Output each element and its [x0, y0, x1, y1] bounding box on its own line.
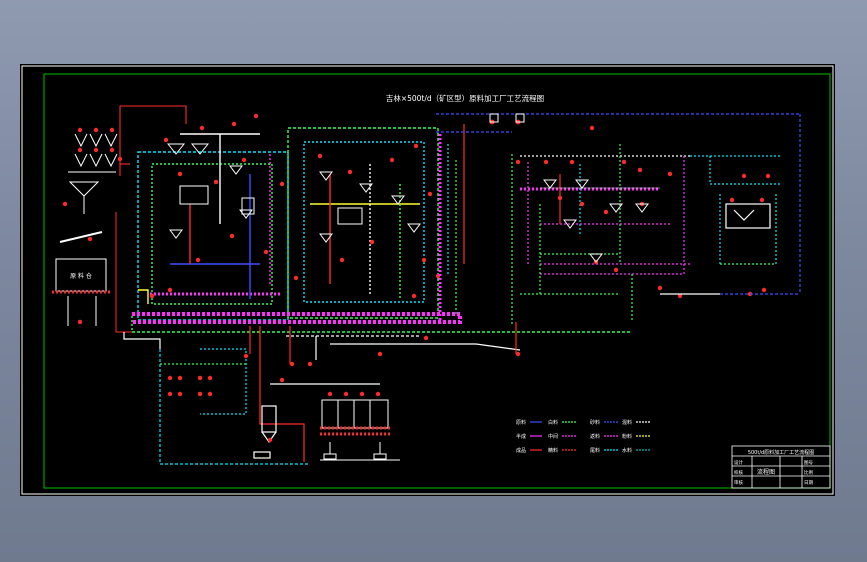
svg-text:精料: 精料 — [548, 447, 558, 454]
return-line — [115, 212, 132, 333]
title-block-header: 500t/d原料加工厂工艺流程图 — [748, 449, 814, 456]
svg-text:混料: 混料 — [622, 419, 632, 426]
equipment-symbols — [166, 143, 421, 243]
middle-symbols — [489, 113, 660, 263]
crushing-stage: 原 料 仓 — [52, 127, 123, 326]
outer-frame — [21, 65, 834, 495]
title-block — [731, 445, 831, 489]
svg-text:返料: 返料 — [590, 433, 600, 440]
right-markers — [729, 173, 771, 293]
process-flow-diagram: 吉林×500t/d（矿区型）原料加工厂工艺流程图 — [21, 65, 834, 495]
svg-text:中间: 中间 — [548, 433, 558, 440]
svg-text:水料: 水料 — [622, 447, 632, 454]
flotation-markers — [327, 391, 381, 397]
title-block-row-2-label: 校核 — [734, 469, 743, 476]
drawing-border — [43, 73, 831, 489]
right-section — [660, 155, 800, 295]
svg-text:粉料: 粉料 — [622, 433, 632, 440]
feed-line — [119, 105, 187, 176]
title-block-row-2-value: 比例 — [804, 469, 813, 476]
drawing-sheet: 吉林×500t/d（矿区型）原料加工厂工艺流程图 — [20, 64, 835, 496]
svg-text:砂料: 砂料 — [590, 419, 600, 426]
legend-row-2: 半成 中间 返料 粉料 — [516, 433, 650, 440]
legend-row-1: 原料 白料 砂料 混料 — [516, 419, 650, 426]
title-block-row-3-value: 日期 — [804, 480, 813, 486]
svg-text:成品: 成品 — [516, 447, 526, 454]
title-block-row-3-label: 审核 — [734, 479, 743, 486]
flotation-cells — [320, 399, 400, 461]
title-block-sheet: 流程图 — [757, 468, 775, 476]
svg-text:原料: 原料 — [516, 419, 526, 426]
title-block-row-1-label: 设计 — [734, 459, 743, 466]
lower-left-markers — [167, 335, 521, 443]
svg-text:白料: 白料 — [548, 419, 558, 426]
middle-markers — [489, 119, 753, 299]
svg-text:尾料: 尾料 — [590, 447, 600, 454]
legend: 原料 白料 砂料 混料 半成 中间 返料 粉料 — [516, 419, 650, 454]
lower-left-group — [123, 322, 521, 465]
svg-text:半成: 半成 — [516, 433, 526, 440]
title-block-row-1-value: 图号 — [804, 460, 813, 466]
drawing-title: 吉林×500t/d（矿区型）原料加工厂工艺流程图 — [386, 93, 544, 103]
legend-row-3: 成品 精料 尾料 水料 — [516, 447, 650, 454]
main-plant — [131, 127, 630, 333]
svg-text:原 料 仓: 原 料 仓 — [70, 272, 92, 280]
